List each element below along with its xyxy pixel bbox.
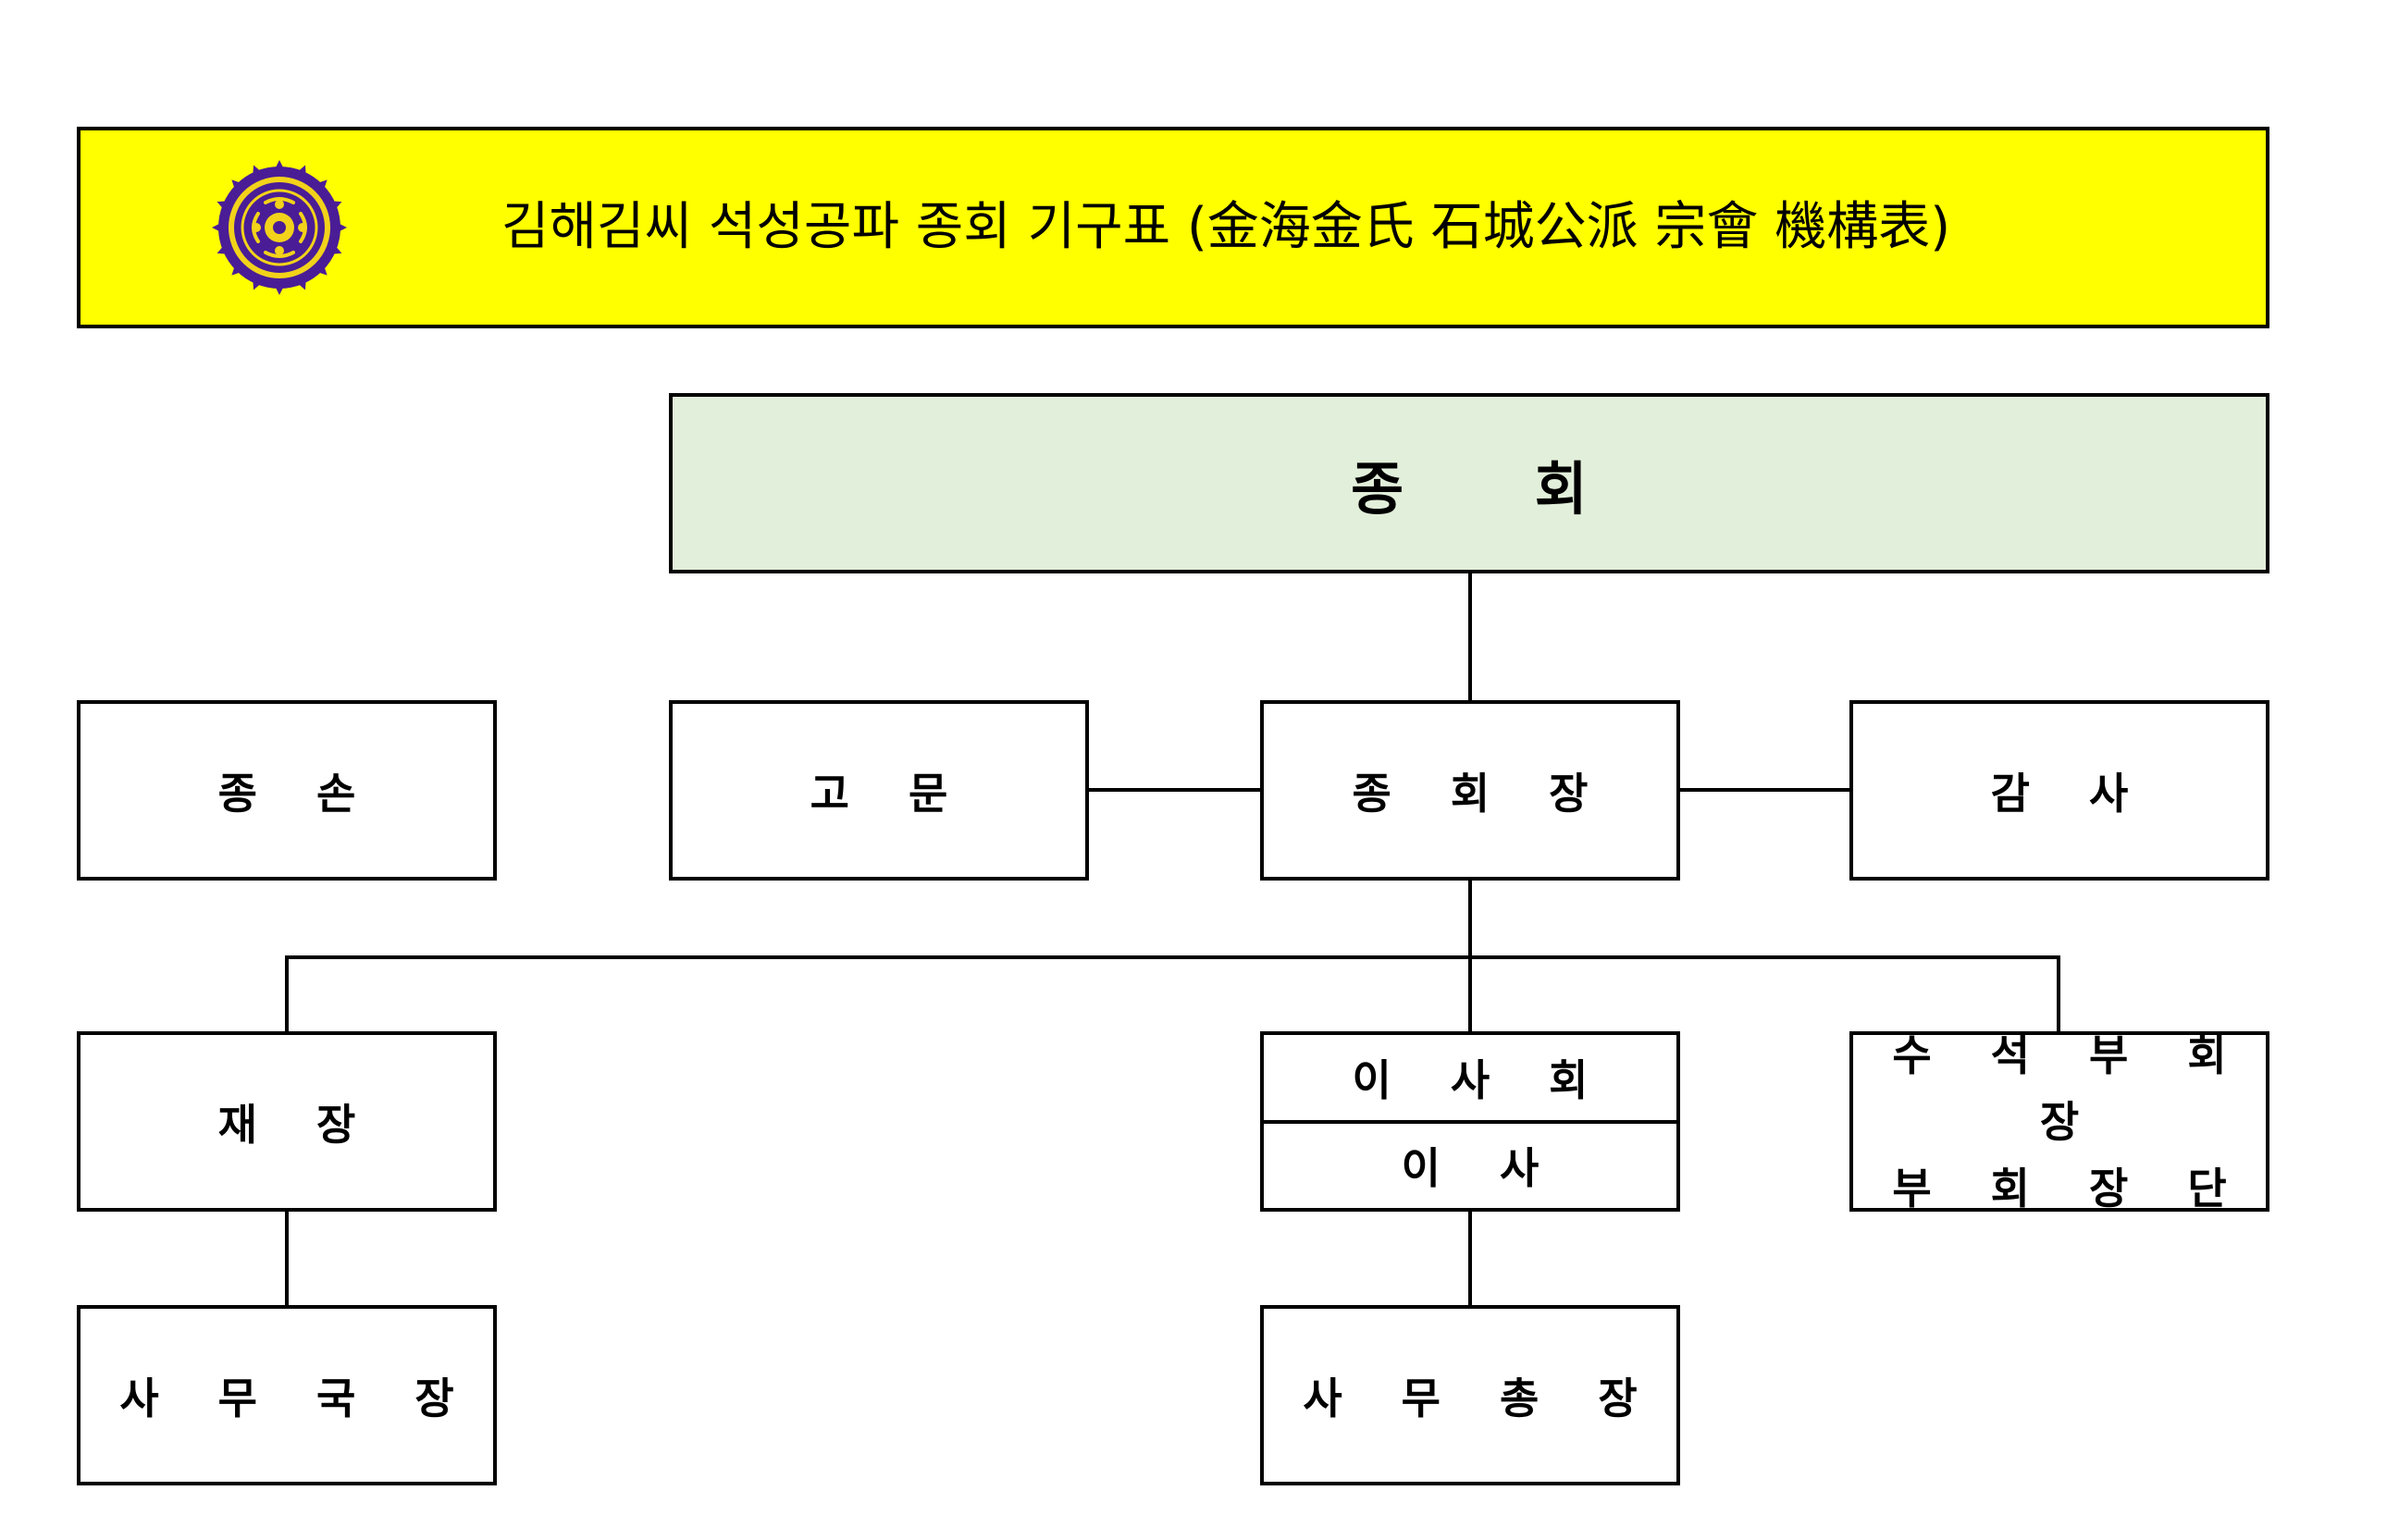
vice-chairman-group-label: 부 회 장 단 — [1892, 1163, 2249, 1214]
title-banner: 김해김씨 석성공파 종회 기구표 (金海金氏 石城公派 宗會 機構表) — [77, 127, 2269, 328]
treasurer-label: 재 장 — [217, 1099, 378, 1150]
connector-chairman-to-auditor — [1677, 788, 1851, 792]
board-label: 이 사 회 — [1352, 1054, 1611, 1105]
clan-emblem-icon — [210, 158, 349, 297]
connector-board-to-secretary-general — [1468, 1209, 1472, 1307]
secretary-general-box: 사 무 총 장 — [1260, 1305, 1680, 1485]
secretary-director-label: 사 무 국 장 — [119, 1373, 476, 1423]
secretary-general-label: 사 무 총 장 — [1303, 1373, 1660, 1423]
auditor-box: 감 사 — [1849, 700, 2269, 881]
board-cell: 이 사 회 — [1264, 1035, 1676, 1120]
connector-general-to-chairman — [1468, 573, 1472, 700]
connector-treasurer-to-secretary — [285, 1209, 289, 1307]
general-meeting-box: 종 회 — [669, 393, 2269, 573]
head-family-label: 종 손 — [217, 768, 378, 819]
vice-chairman-box: 수 석 부 회 장 부 회 장 단 — [1849, 1030, 2269, 1214]
chairman-label: 종 회 장 — [1352, 768, 1611, 819]
senior-vice-chairman-label: 수 석 부 회 장 — [1892, 1029, 2249, 1147]
secretary-director-box: 사 무 국 장 — [77, 1305, 497, 1485]
auditor-label: 감 사 — [1990, 768, 2151, 819]
connector-horizontal-branch — [285, 955, 2060, 959]
directors-label: 이 사 — [1401, 1143, 1562, 1194]
advisor-box: 고 문 — [669, 700, 1089, 881]
head-family-box: 종 손 — [77, 700, 497, 881]
directors-cell: 이 사 — [1264, 1119, 1676, 1209]
advisor-label: 고 문 — [810, 768, 971, 819]
treasurer-box: 재 장 — [77, 1031, 497, 1212]
board-box: 이 사 회 이 사 — [1260, 1031, 1680, 1212]
chart-title: 김해김씨 석성공파 종회 기구표 (金海金氏 石城公派 宗會 機構表) — [501, 197, 1951, 257]
connector-advisor-to-chairman — [1087, 788, 1261, 792]
chairman-box: 종 회 장 — [1260, 700, 1680, 881]
connector-to-vice-chairman — [2057, 955, 2060, 1033]
connector-to-treasurer — [285, 955, 289, 1033]
